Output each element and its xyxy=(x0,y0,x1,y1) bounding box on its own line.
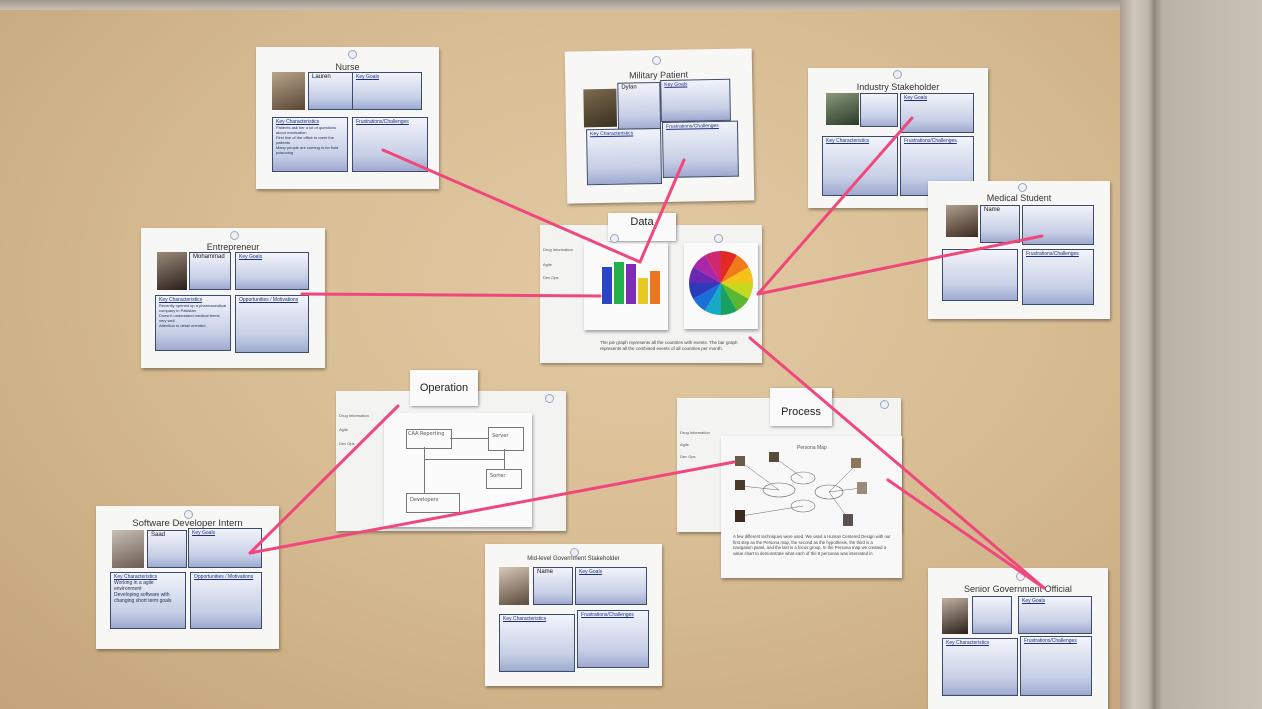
persona-goals-box: Key Goals xyxy=(575,567,647,605)
persona-photo xyxy=(157,252,187,290)
pie-slice-6 xyxy=(721,283,737,315)
persona-photo xyxy=(946,205,978,237)
persona-goals-box: Key Goals xyxy=(900,93,974,133)
pin xyxy=(184,510,193,519)
persona-card-entrepreneur: Entrepreneur Mohammad Key Goals Key Char… xyxy=(141,228,325,368)
pin xyxy=(652,56,661,65)
pie-slice-5 xyxy=(721,283,749,311)
persona-name-box: Dylan xyxy=(617,81,662,131)
persona-name-box: Mohammad xyxy=(189,252,231,290)
persona-frustrations-box: Frustrations/Challenges xyxy=(352,117,428,172)
pie-slice-3 xyxy=(721,267,753,283)
persona-frustrations-box: Frustrations/Challenges xyxy=(661,120,739,178)
persona-card-nurse: Nurse Lauren Key Goals Key Characteristi… xyxy=(256,47,439,189)
persona-card-devintern: Software Developer Intern Saad Key Goals… xyxy=(96,506,279,649)
pie-slice-11 xyxy=(693,255,721,283)
pie-slice-7 xyxy=(705,283,721,315)
bar-2 xyxy=(614,262,624,304)
label-process: Process xyxy=(770,388,832,426)
persona-title: Nurse xyxy=(335,62,360,72)
pin xyxy=(348,50,357,59)
persona-card-medstudent: Medical Student Name Frustrations/Challe… xyxy=(928,181,1110,319)
persona-motivations-box: Opportunities / Motivations xyxy=(235,295,309,353)
board-frame-top xyxy=(0,0,1262,10)
persona-name-box xyxy=(972,596,1012,634)
persona-characteristics-box: Key Characteristics xyxy=(586,127,663,186)
pin xyxy=(893,70,902,79)
persona-card-midgov: Mid-level Government Stakeholder Name Ke… xyxy=(485,544,662,686)
pie-slice-4 xyxy=(721,283,753,299)
persona-photo xyxy=(272,72,305,110)
persona-goals-box: Key Goals xyxy=(235,252,309,290)
persona-name-box: Saad xyxy=(147,530,187,568)
bar-3 xyxy=(626,264,636,304)
persona-card-military: Military Patient Dylan Key Goals Key Cha… xyxy=(564,48,755,204)
pin xyxy=(610,234,619,243)
data-sheet: Drug Information Agile Dev Ops The pie g… xyxy=(540,225,762,363)
persona-map-sheet: Persona Map A few different techniques w… xyxy=(721,436,902,578)
pin xyxy=(1016,572,1025,581)
persona-title: Medical Student xyxy=(986,193,1052,203)
persona-frustrations-box: Frustrations/Challenges xyxy=(1022,249,1094,305)
persona-title: Senior Government Official xyxy=(964,584,1072,594)
persona-characteristics-box: Key Characteristics xyxy=(942,638,1018,696)
pin xyxy=(714,234,723,243)
persona-goals-box xyxy=(1022,205,1094,245)
pin xyxy=(230,231,239,240)
persona-goals-box: Key Goals xyxy=(188,528,262,568)
pie-slice-12 xyxy=(705,251,721,283)
persona-photo xyxy=(942,598,968,634)
bar-1 xyxy=(602,266,612,304)
pin xyxy=(570,548,579,557)
persona-photo xyxy=(499,567,529,605)
persona-title: Entrepreneur xyxy=(206,242,260,252)
persona-characteristics-box: Key Characteristics Recently opened up a… xyxy=(155,295,231,351)
persona-name-box xyxy=(860,93,898,127)
pie-slice-1 xyxy=(721,251,737,283)
persona-title: Industry Stakeholder xyxy=(856,82,940,92)
bar-chart-panel xyxy=(584,242,668,330)
data-caption: The pie graph represents all the countri… xyxy=(600,340,738,351)
pin xyxy=(545,394,554,403)
operation-sketch: CAA Reporting Server Sorter Developers xyxy=(384,413,532,527)
bar-chart xyxy=(602,260,662,304)
pie-slice-2 xyxy=(721,255,749,283)
pie-slice-10 xyxy=(689,267,721,283)
pie-chart-panel xyxy=(684,243,758,329)
pie-chart xyxy=(689,251,753,315)
persona-name-box: Lauren xyxy=(308,72,353,110)
persona-frustrations-box: Frustrations/Challenges xyxy=(577,610,649,668)
pie-slice-8 xyxy=(693,283,721,311)
operation-sheet: Drug Information Agile Dev Ops CAA Repor… xyxy=(336,391,566,531)
persona-motivations-box: Opportunities / Motivations xyxy=(190,572,262,629)
persona-title: Software Developer Intern xyxy=(132,518,243,529)
persona-map-diagram xyxy=(735,452,867,526)
persona-characteristics-box: Key Characteristics xyxy=(822,136,898,196)
persona-photo xyxy=(112,530,144,568)
persona-photo xyxy=(826,93,859,125)
process-caption: A few different techniques were used. We… xyxy=(733,534,891,556)
persona-characteristics-box: Key Characteristics xyxy=(499,614,575,672)
board-frame-right xyxy=(1120,0,1262,709)
persona-goals-box: Key Goals xyxy=(352,72,422,110)
persona-name-box: Name xyxy=(533,567,573,605)
persona-goals-box: Key Goals xyxy=(660,78,731,122)
bar-5 xyxy=(650,271,660,304)
pin xyxy=(1018,183,1027,192)
persona-name-box: Name xyxy=(980,205,1020,243)
persona-card-seniorgov: Senior Government Official Key Goals Key… xyxy=(928,568,1108,709)
pie-slice-9 xyxy=(689,283,721,299)
persona-characteristics-box: Key Characteristics Patients ask her a l… xyxy=(272,117,348,172)
persona-goals-box: Key Goals xyxy=(1018,596,1092,634)
persona-frustrations-box: Frustrations/Challenges xyxy=(1020,636,1092,696)
label-operation: Operation xyxy=(410,370,478,406)
pin xyxy=(880,400,889,409)
persona-photo xyxy=(583,88,618,128)
persona-characteristics-box: Key Characteristics Working in a agile e… xyxy=(110,572,186,629)
persona-characteristics-box xyxy=(942,249,1018,301)
persona-title: Mid-level Government Stakeholder xyxy=(527,556,620,562)
bar-4 xyxy=(638,277,648,304)
